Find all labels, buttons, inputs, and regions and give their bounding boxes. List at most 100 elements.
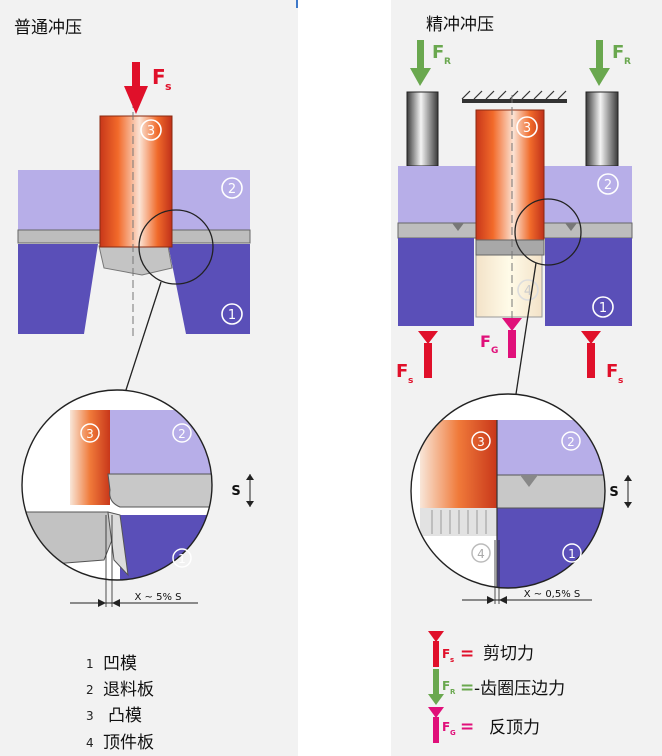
left-panel-edge xyxy=(296,0,298,8)
zoom-region-circle xyxy=(138,209,214,285)
force-r-right-label: F xyxy=(612,42,624,63)
right-panel: 精冲冲压 F R F R xyxy=(391,0,662,756)
detail-part-2-circle xyxy=(172,423,192,443)
right-part-4-circle xyxy=(517,279,539,301)
left-panel-background xyxy=(0,0,298,756)
right-detail-punch xyxy=(420,420,497,508)
right-thickness-label: S xyxy=(609,485,618,500)
force-s-right-subscript: s xyxy=(618,376,623,386)
die-right xyxy=(168,244,250,334)
detail-part-3: 3 xyxy=(86,427,94,441)
guide-pin-left xyxy=(406,91,439,167)
right-part-3-circle xyxy=(516,116,538,138)
legend-fr-label: -齿圈压边力 xyxy=(474,679,565,699)
force-r-left-subscript: R xyxy=(444,57,451,67)
force-s-right-label: F xyxy=(606,361,618,382)
legend-fs-subscript: s xyxy=(450,656,454,664)
right-detail-view: 3 2 4 1 S X ~ 0,5% S xyxy=(410,393,632,604)
right-thickness-arrow-bottom xyxy=(624,502,632,508)
legend-label-2: 退料板 xyxy=(103,680,154,700)
guide-pin-right xyxy=(585,91,619,167)
die-left xyxy=(18,244,98,334)
right-detail-part-3-circle xyxy=(471,431,491,451)
force-g-arrow xyxy=(502,318,522,358)
part-number-2-circle xyxy=(221,177,243,199)
thickness-label: S xyxy=(231,484,240,499)
part-number-3-circle xyxy=(140,119,162,141)
detail-punch xyxy=(70,410,110,505)
right-detail-part-2: 2 xyxy=(567,435,575,449)
right-detail-part-2-circle xyxy=(561,431,581,451)
detail-part-3-circle xyxy=(80,423,100,443)
detail-part-1-circle xyxy=(172,548,192,568)
right-part-2: 2 xyxy=(604,178,612,193)
force-r-left-label: F xyxy=(432,42,444,63)
thickness-arrow-bottom xyxy=(246,501,254,507)
part-number-1: 1 xyxy=(228,308,236,323)
force-s-label: F xyxy=(152,65,166,89)
left-title: 普通冲压 xyxy=(14,18,82,38)
punch xyxy=(99,115,173,248)
right-clearance-label: X ~ 0,5% S xyxy=(524,589,581,600)
force-g-label: F xyxy=(480,332,491,351)
right-detail-part-4-circle xyxy=(471,543,491,563)
legend-fr-arrow xyxy=(428,669,444,705)
part-number-2: 2 xyxy=(228,182,236,197)
clearance-label: X ~ 5% S xyxy=(135,592,182,603)
right-detail-part-3: 3 xyxy=(477,435,485,449)
right-punch xyxy=(475,109,545,245)
detail-border xyxy=(21,389,213,581)
force-s-subscript: s xyxy=(165,80,172,93)
right-legend: F s = 剪切力 F R = -齿圈压边力 F G = 反顶力 xyxy=(428,631,565,743)
right-title: 精冲冲压 xyxy=(426,15,494,35)
detail-part-2: 2 xyxy=(178,427,186,441)
v-ring-left xyxy=(452,223,464,231)
force-s-right-arrow xyxy=(581,331,601,378)
part-number-1-circle xyxy=(221,303,243,325)
part-number-3: 3 xyxy=(147,124,155,139)
right-detail-v-ring xyxy=(520,475,538,487)
legend-fs-symbol: F xyxy=(442,647,450,661)
force-r-right-subscript: R xyxy=(624,57,631,67)
legend-label-1: 凹模 xyxy=(103,654,137,674)
clearance-arrow-right xyxy=(112,599,120,607)
right-clearance-arrow-right xyxy=(499,596,507,604)
legend-fs-equals: = xyxy=(460,644,474,664)
thickness-arrow-top xyxy=(246,474,254,480)
legend-fr-subscript: R xyxy=(450,688,456,696)
right-thickness-arrow-top xyxy=(624,475,632,481)
detail-part-1: 1 xyxy=(178,552,186,566)
legend-fr-symbol: F xyxy=(442,679,450,693)
legend-fr-equals: = xyxy=(460,678,474,698)
right-clearance-arrow-left xyxy=(487,596,495,604)
legend-num-2: 2 xyxy=(86,683,94,697)
right-zoom-leader-line xyxy=(515,262,537,395)
clearance-arrow-left xyxy=(98,599,106,607)
legend-label-4: 顶件板 xyxy=(103,733,154,753)
right-detail-part-4: 4 xyxy=(477,547,485,561)
legend-fg-arrow xyxy=(428,707,444,743)
force-r-left-arrow xyxy=(410,40,431,86)
right-zoom-region-circle xyxy=(514,198,582,266)
force-s-left-subscript: s xyxy=(408,376,413,386)
force-r-right-arrow xyxy=(589,40,610,86)
right-die-left xyxy=(398,238,474,326)
right-detail-part-1: 1 xyxy=(568,547,576,561)
left-panel: 普通冲压 F s 3 2 1 xyxy=(0,0,298,756)
right-part-2-circle xyxy=(597,173,619,195)
right-blank xyxy=(475,239,545,256)
force-s-left-label: F xyxy=(396,361,408,382)
legend-fg-symbol: F xyxy=(442,720,450,734)
legend-label-3: 凸模 xyxy=(108,706,142,726)
legend-fg-equals: = xyxy=(460,717,474,737)
right-detail-part-1-circle xyxy=(562,543,582,563)
legend-fs-label: 剪切力 xyxy=(483,644,534,664)
force-g-subscript: G xyxy=(491,346,498,356)
right-detail-blank-hatch xyxy=(431,510,487,534)
right-part-3: 3 xyxy=(523,121,531,136)
right-die-right xyxy=(545,238,632,326)
right-part-1: 1 xyxy=(599,301,607,316)
legend-num-1: 1 xyxy=(86,657,94,671)
zoom-leader-line xyxy=(124,281,162,394)
